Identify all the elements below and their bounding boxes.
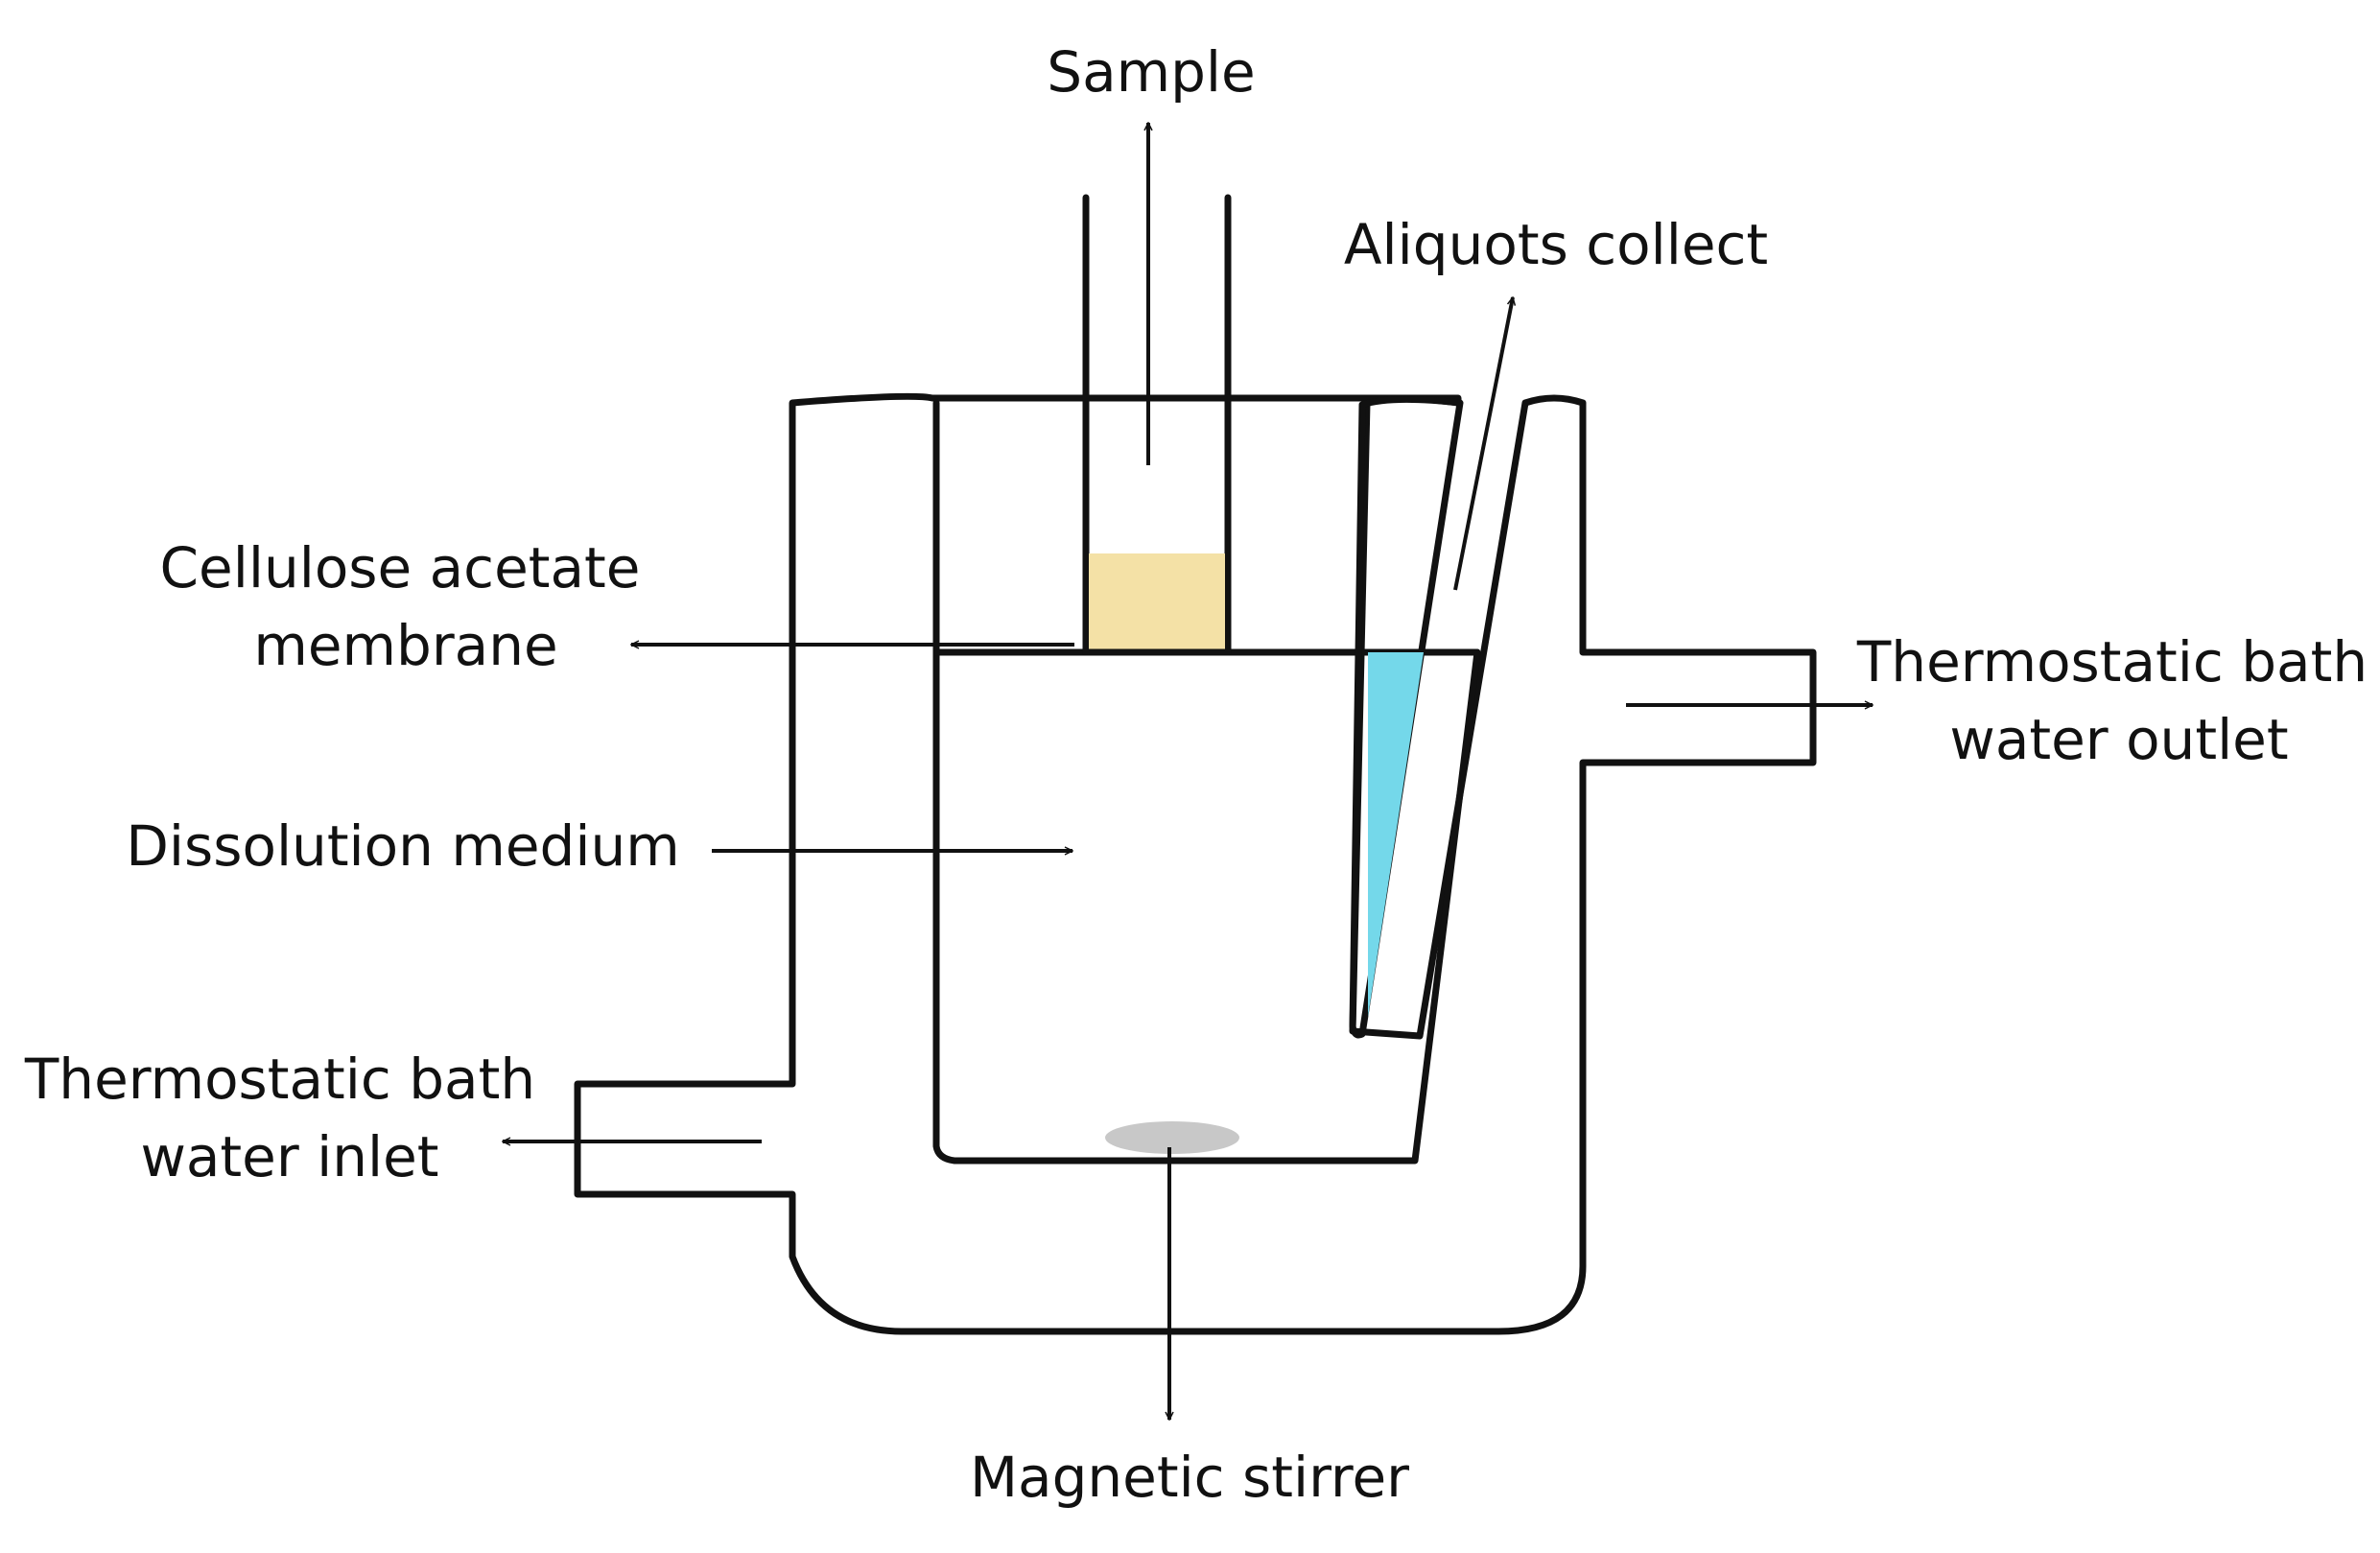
membrane xyxy=(1089,553,1225,652)
label-inlet-line2: water inlet xyxy=(140,1124,438,1189)
water-jacket xyxy=(574,392,1817,1335)
aliquots-arrow xyxy=(1453,297,1513,591)
label-inlet-line1: Thermostatic bath xyxy=(24,1047,535,1112)
label-sample: Sample xyxy=(1047,39,1255,105)
label-magnetic-stirrer: Magnetic stirrer xyxy=(970,1445,1409,1510)
label-outlet-line2: water outlet xyxy=(1949,707,2288,772)
aliquot-tube-inner-fill xyxy=(1368,652,1424,1017)
magnetic-stirrer-bar xyxy=(1105,1121,1239,1154)
label-outlet-line1: Thermostatic bath xyxy=(1856,629,2368,694)
inner-vessel-medium xyxy=(932,648,1481,1165)
label-membrane-line2: membrane xyxy=(253,613,557,678)
label-aliquots-collect: Aliquots collect xyxy=(1344,212,1768,277)
label-dissolution-medium: Dissolution medium xyxy=(126,813,679,879)
aliquot-sampling-tube xyxy=(1349,395,1464,1039)
label-membrane-line1: Cellulose acetate xyxy=(160,535,641,600)
